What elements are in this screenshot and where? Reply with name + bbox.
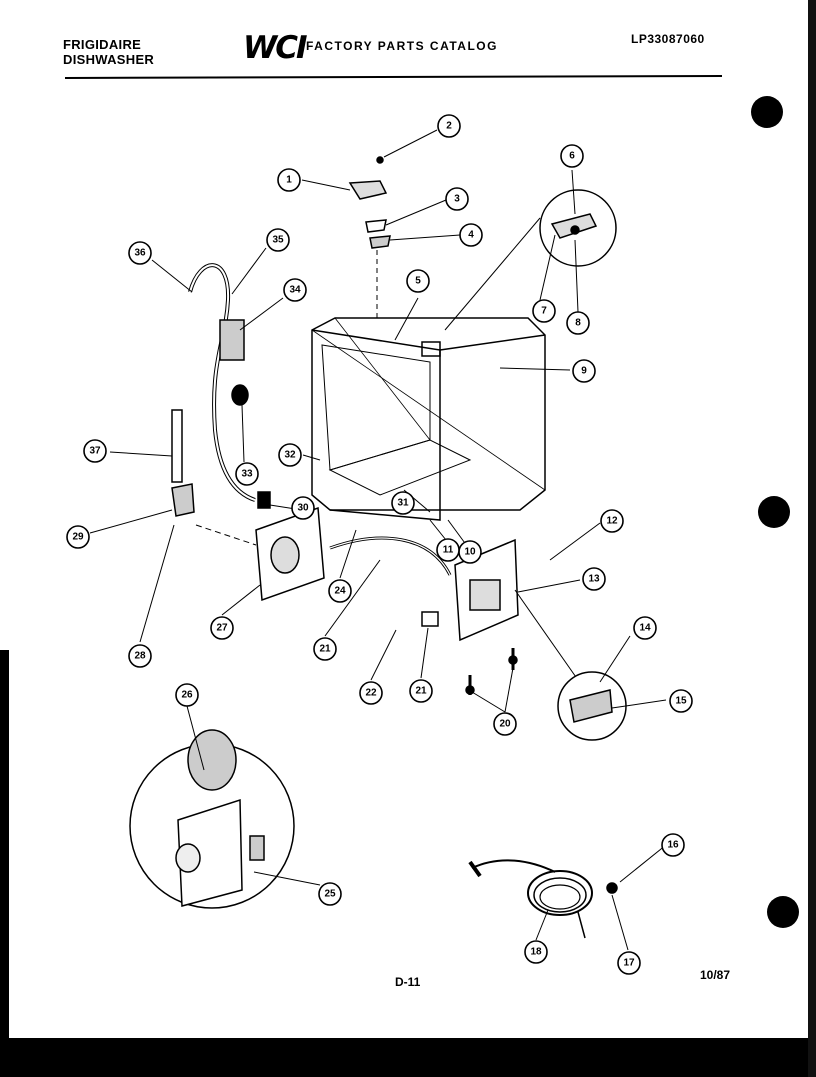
callout-label: 26 [181,690,193,701]
callout-36: 36 [128,241,152,265]
callout-26: 26 [175,683,199,707]
callout-label: 8 [575,318,581,329]
callout-29: 29 [66,525,90,549]
callout-label: 15 [675,696,687,707]
callout-label: 18 [530,947,542,958]
left-scan-edge [0,650,9,1038]
callout-label: 13 [588,574,600,585]
callout-label: 33 [241,469,253,480]
callout-17: 17 [617,951,641,975]
callout-label: 6 [569,151,575,162]
callout-21-block: 21 [409,679,433,703]
callout-31: 31 [391,491,415,515]
fill-hose [171,263,271,509]
callout-12: 12 [600,509,624,533]
power-cord [468,859,618,939]
callout-18: 18 [524,940,548,964]
callout-label: 12 [606,516,618,527]
callout-33: 33 [235,462,259,486]
callout-8: 8 [566,311,590,335]
callout-27: 27 [210,616,234,640]
punch-hole-middle [758,496,790,528]
callout-label: 21 [415,686,427,697]
callout-label: 11 [443,545,454,556]
callout-9: 9 [572,359,596,383]
callout-label: 36 [134,248,146,259]
leader-lines [89,129,667,951]
callout-22: 22 [359,681,383,705]
callout-label: 9 [581,366,587,377]
tub-assembly [311,317,546,521]
catalog-title: FACTORY PARTS CATALOG [306,39,498,53]
model-number: LP33087060 [631,32,705,46]
callout-label: 1 [286,175,292,186]
callout-7: 7 [532,299,556,323]
callout-37: 37 [83,439,107,463]
callout-label: 10 [464,547,476,558]
product-type: DISHWASHER [63,52,155,67]
punch-hole-bottom [767,896,799,928]
leveling-legs [465,648,518,695]
callout-label: 22 [365,688,377,699]
callout-label: 30 [297,503,309,514]
door-latch [348,156,391,318]
switch-inset [557,671,627,741]
callout-label: 16 [667,840,679,851]
callout-4: 4 [459,223,483,247]
callout-32: 32 [278,443,302,467]
callout-label: 24 [334,586,346,597]
callout-label: 14 [639,623,651,634]
valve-inset [129,729,295,909]
callout-label: 4 [468,230,474,241]
callout-13: 13 [582,567,606,591]
callout-30: 30 [291,496,315,520]
callout-10: 10 [458,540,482,564]
callout-label: 2 [446,121,452,132]
control-module-right [421,538,579,681]
brand-block: FRIGIDAIRE DISHWASHER [63,37,154,67]
callout-28: 28 [128,644,152,668]
callout-24: 24 [328,579,352,603]
callout-label: 31 [397,498,409,509]
callout-21-cord: 21 [313,637,337,661]
callout-label: 3 [454,194,460,205]
callout-label: 37 [89,446,101,457]
wci-logo: WCI [243,30,308,66]
callout-label: 20 [499,719,511,730]
callout-14: 14 [633,616,657,640]
callout-15: 15 [669,689,693,713]
callout-label: 21 [319,644,331,655]
callout-3: 3 [445,187,469,211]
callout-16: 16 [661,833,685,857]
wire-harness [329,536,452,576]
callout-label: 17 [623,958,635,969]
callout-label: 34 [289,285,301,296]
callout-label: 7 [541,306,547,317]
revision-date: 10/87 [700,968,731,982]
callout-label: 32 [284,450,296,461]
callout-label: 27 [216,623,228,634]
callout-2: 2 [437,114,461,138]
brand-name: FRIGIDAIRE [63,37,142,52]
page-number: D-11 [395,975,421,989]
callout-label: 29 [72,532,84,543]
bottom-scan-edge [0,1038,816,1077]
callout-35: 35 [266,228,290,252]
right-scan-edge [808,0,816,1077]
callout-label: 28 [134,651,146,662]
header-rule [64,75,723,79]
callout-label: 25 [324,889,336,900]
callout-34: 34 [283,278,307,302]
callout-11: 11 [436,538,460,562]
callout-label: 35 [272,235,284,246]
hinge-inset [444,189,617,331]
callout-25: 25 [318,882,342,906]
callout-6: 6 [560,144,584,168]
callout-5: 5 [406,269,430,293]
callout-1: 1 [277,168,301,192]
callout-label: 5 [415,276,421,287]
callout-20: 20 [493,712,517,736]
punch-hole-top [751,96,783,128]
